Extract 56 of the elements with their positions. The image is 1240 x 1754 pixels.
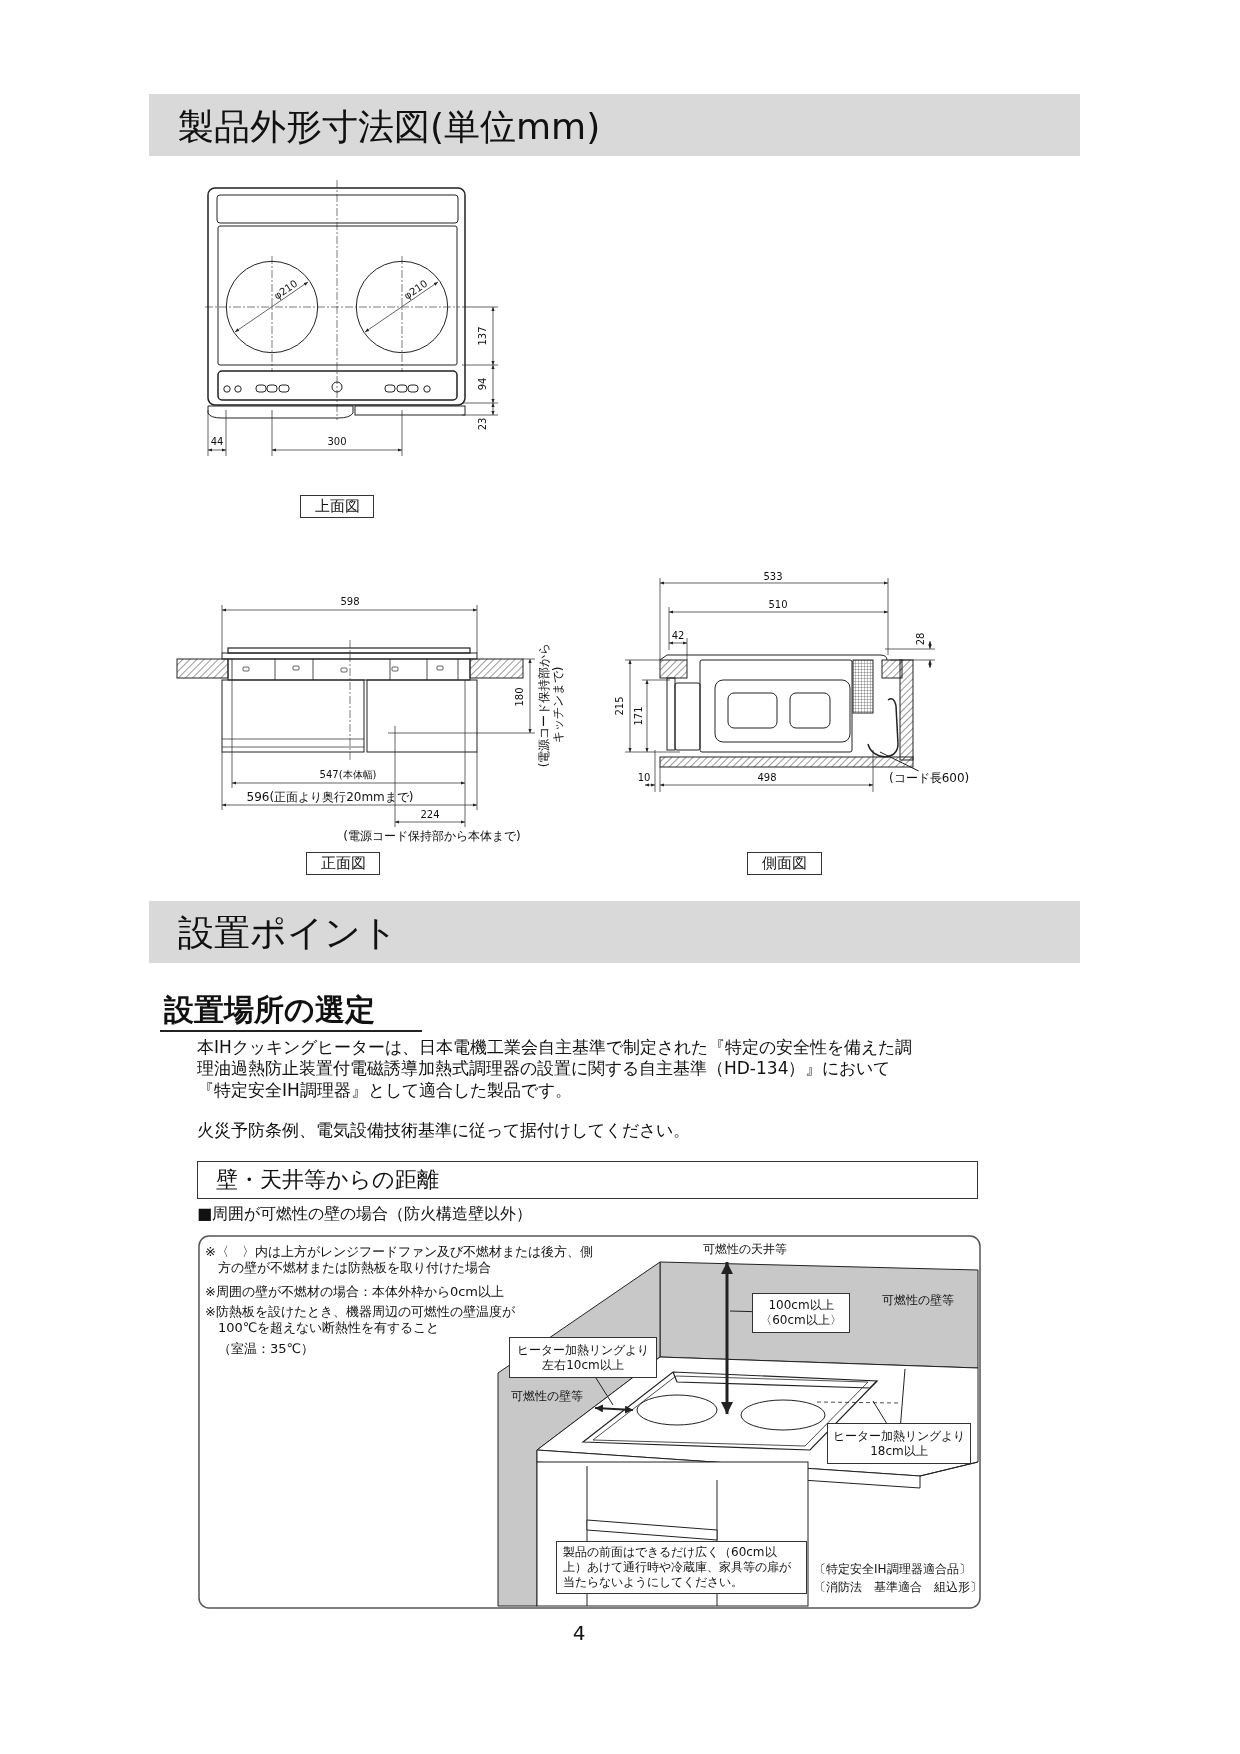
dimension-value: 44 <box>210 435 224 449</box>
certification-note: 〔特定安全IH調理器適合品〕 <box>814 1562 971 1577</box>
body-paragraph: 火災予防条例、電気設備技術基準に従って据付けしてください。 <box>197 1120 691 1142</box>
caption-box <box>747 852 822 875</box>
section-title: 設置ポイント <box>178 911 398 955</box>
dimension-value: 215 <box>614 696 626 716</box>
callout-text: 100cm以上〈60cm以上〉 <box>759 1297 843 1329</box>
leader-line <box>729 1310 753 1313</box>
dimension-value: 180 <box>514 687 526 707</box>
page-title: 製品外形寸法図(単位mm) <box>178 105 601 149</box>
annotation-text: 可燃性の天井等 <box>703 1241 787 1257</box>
annotation-text: 可燃性の壁等 <box>882 1292 954 1308</box>
dimension-value: 300 <box>327 435 347 449</box>
dimension-value: 510 <box>768 598 788 612</box>
dimension-value: 596(正面より奥行20mmまで) <box>246 789 414 805</box>
dimension-value: 23 <box>477 417 489 431</box>
dimension-value: 94 <box>477 377 489 391</box>
leader-line <box>872 1400 887 1424</box>
callout-text: (コード長600) <box>889 771 981 787</box>
dimension-value: 547(本体幅) <box>319 768 377 782</box>
callout-box <box>509 1337 657 1378</box>
subsection-title: 設置場所の選定 <box>164 991 375 1029</box>
annotation-text: 可燃性の壁等 <box>511 1388 583 1404</box>
callout-box <box>752 1293 850 1333</box>
footnote: ※周囲の壁が不燃材の場合：本体外枠から0cm以上 <box>205 1284 504 1301</box>
dimension-value: 171 <box>633 706 645 726</box>
view-caption: 正面図 <box>319 853 367 874</box>
dimension-value: 598 <box>340 595 360 609</box>
dimension-value: 533 <box>763 570 783 584</box>
body-paragraph: 本IHクッキングヒーターは、日本電機工業会自主基準で制定された『特定の安全性を備えた調理油過熱防止装置付電磁誘導加熱式調理器の設置に関する自主基準（HD-134）』において『特定安全IH調理器』として適合した製品です。 <box>197 1037 913 1101</box>
view-caption: 側面図 <box>761 853 808 874</box>
section-heading-box <box>197 1161 978 1199</box>
dimension-value: 10 <box>637 771 651 785</box>
dimension-value: 42 <box>671 629 685 643</box>
callout-text: ヒーター加熱リングより左右10cm以上 <box>516 1341 650 1374</box>
callout-text: ヒーター加熱リングより18cm以上 <box>832 1427 966 1460</box>
caption-box <box>306 852 380 875</box>
certification-note: 〔消防法 基準適合 組込形〕 <box>814 1580 982 1595</box>
dimension-note: (電源コード保持部からキッチンまで) <box>536 641 566 770</box>
caption-box <box>300 495 374 518</box>
page-number: 4 <box>572 1620 586 1646</box>
footnote: ※〈 〉内は上方がレンジフードファン及び不燃材または後方、側方の壁が不燃材または防熱板を取り付けた場合 <box>205 1244 594 1277</box>
leader-line <box>900 1368 906 1424</box>
leader-line <box>595 1377 614 1406</box>
view-caption: 上面図 <box>313 496 361 517</box>
dimension-value: 28 <box>915 632 927 646</box>
section-heading: 壁・天井等からの距離 <box>216 1166 440 1195</box>
leader-line <box>879 751 920 772</box>
dimension-value: 498 <box>757 771 777 785</box>
note-text: 製品の前面はできるだけ広く（60cm以上）あけて通行時や冷蔵庫、家具等の扉が当たらないようにしてください。 <box>563 1545 792 1590</box>
footnote: ※防熱板を設けたとき、機器周辺の可燃性の壁温度が100℃を超えない断熱性を有すること <box>205 1304 516 1337</box>
condition-heading: ■周囲が可燃性の壁の場合（防火構造壁以外） <box>197 1204 533 1224</box>
footnote: （室温：35℃） <box>218 1341 315 1358</box>
dimension-note: (電源コード保持部から本体まで) <box>343 828 521 844</box>
dimension-value: 224 <box>420 808 440 822</box>
dimension-value: 137 <box>477 326 489 346</box>
